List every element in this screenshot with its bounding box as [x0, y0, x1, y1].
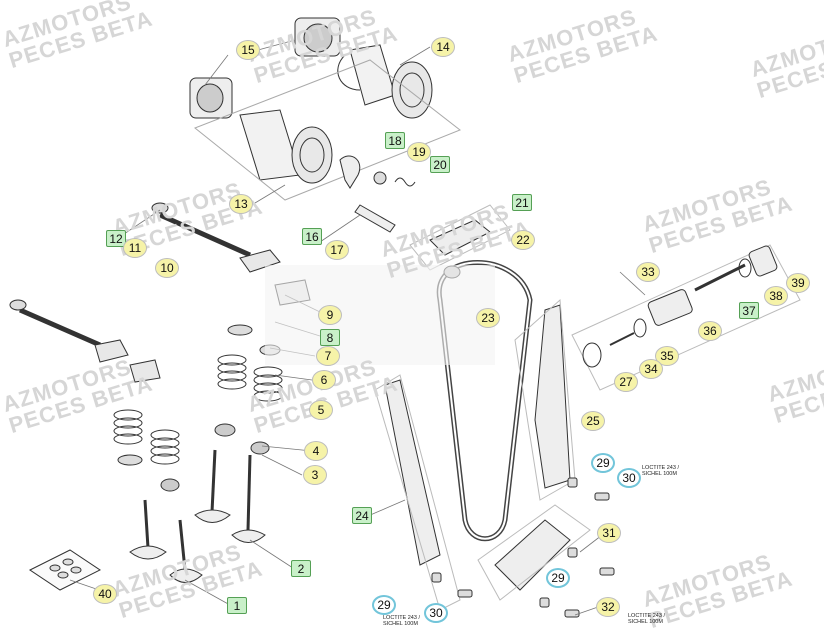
callout-22[interactable]: 22 [511, 230, 535, 250]
callout-6[interactable]: 6 [312, 370, 336, 390]
callout-1[interactable]: 1 [227, 597, 247, 614]
bolts [431, 477, 615, 618]
valve-springs-left [113, 409, 180, 492]
callout-25[interactable]: 25 [581, 411, 605, 431]
callout-36[interactable]: 36 [698, 321, 722, 341]
callout-34[interactable]: 34 [639, 359, 663, 379]
chain-guide-rail [374, 374, 461, 611]
callout-35[interactable]: 35 [655, 346, 679, 366]
callout-9[interactable]: 9 [318, 305, 342, 325]
camshaft-exhaust [337, 44, 433, 119]
callout-14[interactable]: 14 [431, 37, 455, 57]
callout-40[interactable]: 40 [93, 584, 117, 604]
callout-27[interactable]: 27 [614, 372, 638, 392]
camshaft-intake [239, 109, 333, 184]
callout-23[interactable]: 23 [476, 308, 500, 328]
callout-30[interactable]: 30 [617, 468, 641, 488]
callout-11[interactable]: 11 [123, 238, 147, 258]
callout-4[interactable]: 4 [304, 441, 328, 461]
callout-29[interactable]: 29 [546, 568, 570, 588]
chain-tensioner-rail [514, 298, 576, 501]
needle-bearing [189, 17, 341, 119]
callout-7[interactable]: 7 [316, 346, 340, 366]
callout-2[interactable]: 2 [291, 560, 311, 577]
callout-15[interactable]: 15 [236, 40, 260, 60]
callout-17[interactable]: 17 [325, 240, 349, 260]
callout-29[interactable]: 29 [591, 453, 615, 473]
callout-37[interactable]: 37 [739, 302, 759, 319]
callout-33[interactable]: 33 [636, 262, 660, 282]
callout-30[interactable]: 30 [424, 603, 448, 623]
callout-21[interactable]: 21 [512, 194, 532, 211]
guide-bracket [477, 504, 591, 601]
callout-12[interactable]: 12 [106, 230, 126, 247]
callout-19[interactable]: 19 [407, 142, 431, 162]
callout-39[interactable]: 39 [786, 273, 810, 293]
callout-32[interactable]: 32 [596, 597, 620, 617]
center-watermark [265, 265, 495, 365]
callout-8[interactable]: 8 [320, 329, 340, 346]
callout-3[interactable]: 3 [303, 465, 327, 485]
hydraulic-tensioner [571, 244, 801, 391]
loctite-note: LOCTITE 243 /SICHEL 100M [642, 465, 679, 477]
callout-10[interactable]: 10 [155, 258, 179, 278]
valves [129, 449, 266, 583]
callout-31[interactable]: 31 [597, 523, 621, 543]
callout-24[interactable]: 24 [352, 507, 372, 524]
callout-29[interactable]: 29 [372, 595, 396, 615]
decompressor-parts [339, 155, 416, 233]
callout-20[interactable]: 20 [430, 156, 450, 173]
loctite-note: LOCTITE 243 /SICHEL 100M [628, 613, 665, 625]
shim-kit [29, 549, 101, 591]
callout-5[interactable]: 5 [309, 400, 333, 420]
callout-38[interactable]: 38 [764, 286, 788, 306]
callout-16[interactable]: 16 [302, 228, 322, 245]
callout-18[interactable]: 18 [385, 132, 405, 149]
loctite-note: LOCTITE 243 /SICHEL 100M [383, 615, 420, 627]
callout-13[interactable]: 13 [229, 194, 253, 214]
rocker-shaft [9, 202, 252, 348]
